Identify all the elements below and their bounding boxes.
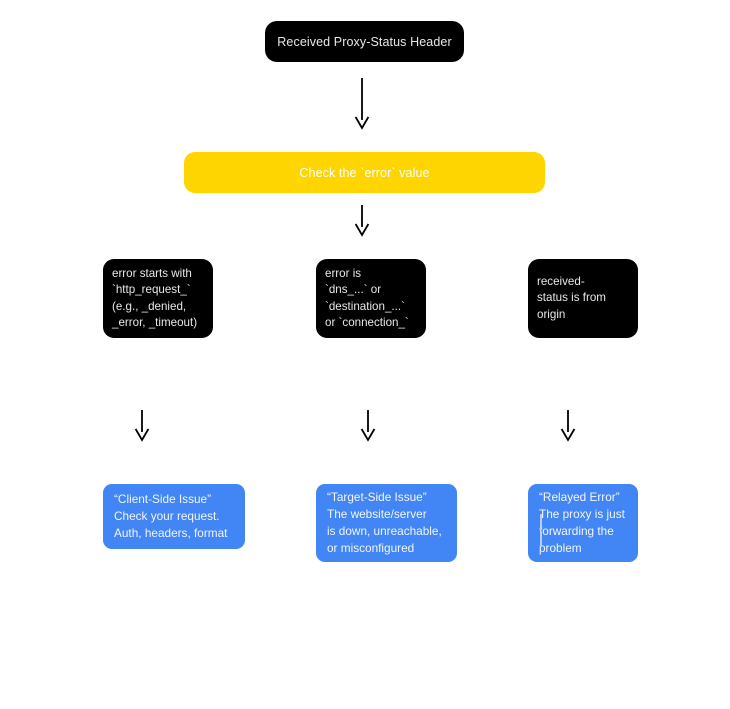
node-outcome-client-side-issue[interactable]: “Client-Side Issue” Check your request. … — [103, 484, 245, 549]
node-check-error-value[interactable]: Check the `error` value — [184, 152, 545, 193]
node-outcome-relayed-error[interactable]: “Relayed Error” The proxy is just forwar… — [528, 484, 638, 562]
node-outcome-target-side-issue[interactable]: “Target-Side Issue” The website/server i… — [316, 484, 457, 562]
arrow-condition-1-to-outcome-1-icon — [358, 410, 378, 442]
node-condition-http-request-error[interactable]: error starts with `http_request_` (e.g.,… — [103, 259, 213, 338]
node-condition-received-status-from-origin[interactable]: received- status is from origin — [528, 259, 638, 338]
arrow-condition-2-to-outcome-2-icon — [558, 410, 578, 442]
arrow-root-to-decision-icon — [352, 78, 372, 130]
node-condition-dns-destination-connection-error[interactable]: error is `dns_...` or `destination_...` … — [316, 259, 426, 338]
arrow-condition-0-to-outcome-0-icon — [132, 410, 152, 442]
text-caret-bar-icon — [540, 514, 542, 530]
arrow-decision-to-conditions-icon — [352, 205, 372, 237]
text-caret-bar-secondary-icon — [540, 531, 542, 547]
node-received-proxy-status-header[interactable]: Received Proxy-Status Header — [265, 21, 464, 62]
